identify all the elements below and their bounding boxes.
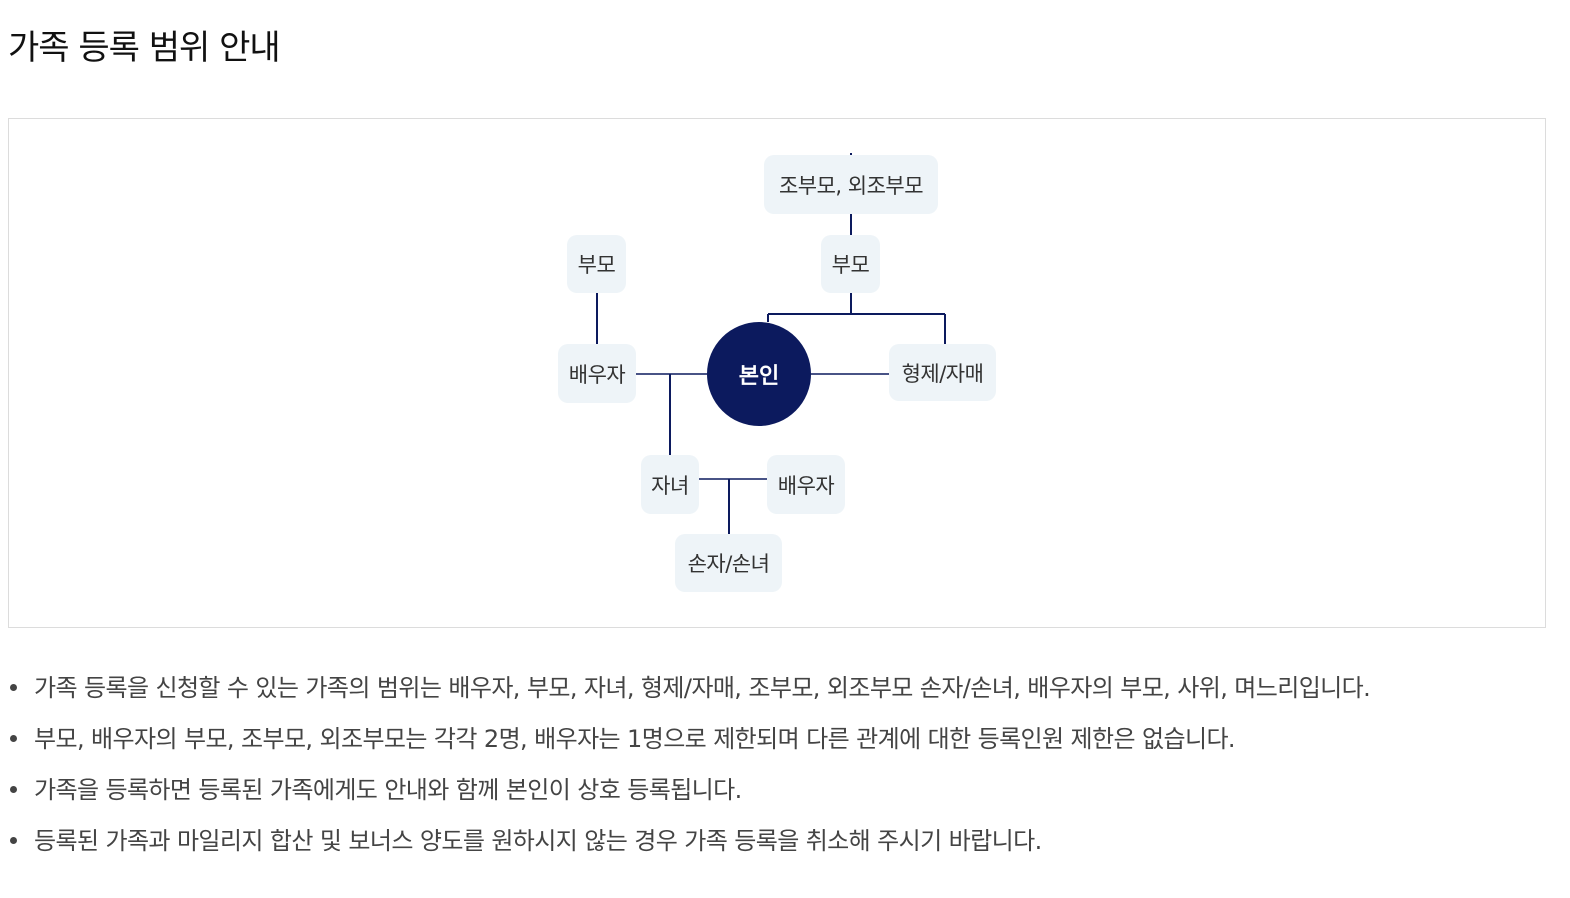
bullet-icon bbox=[10, 837, 17, 844]
page-title: 가족 등록 범위 안내 bbox=[8, 28, 281, 68]
node-spouse: 배우자 bbox=[558, 344, 636, 403]
node-spouse-parents: 부모 bbox=[567, 235, 626, 293]
node-children: 자녀 bbox=[641, 455, 699, 514]
notice-text: 등록된 가족과 마일리지 합산 및 보너스 양도를 원하시지 않는 경우 가족 … bbox=[34, 827, 1042, 855]
bullet-icon bbox=[10, 735, 17, 742]
node-grandchildren: 손자/손녀 bbox=[675, 534, 782, 592]
notice-text: 가족 등록을 신청할 수 있는 가족의 범위는 배우자, 부모, 자녀, 형제/… bbox=[34, 674, 1371, 702]
notice-text: 가족을 등록하면 등록된 가족에게도 안내와 함께 본인이 상호 등록됩니다. bbox=[34, 776, 742, 804]
node-parents: 부모 bbox=[821, 235, 880, 293]
notice-item: 부모, 배우자의 부모, 조부모, 외조부모는 각각 2명, 배우자는 1명으로… bbox=[8, 719, 1370, 770]
notice-item: 등록된 가족과 마일리지 합산 및 보너스 양도를 원하시지 않는 경우 가족 … bbox=[8, 821, 1370, 872]
bullet-icon bbox=[10, 684, 17, 691]
bullet-icon bbox=[10, 786, 17, 793]
node-self: 본인 bbox=[707, 322, 811, 426]
node-siblings: 형제/자매 bbox=[889, 344, 996, 401]
node-grandparents: 조부모, 외조부모 bbox=[764, 155, 938, 214]
notice-text: 부모, 배우자의 부모, 조부모, 외조부모는 각각 2명, 배우자는 1명으로… bbox=[34, 725, 1236, 753]
connector-lines bbox=[596, 153, 946, 534]
notice-list: 가족 등록을 신청할 수 있는 가족의 범위는 배우자, 부모, 자녀, 형제/… bbox=[8, 668, 1371, 872]
family-tree-diagram: 조부모, 외조부모 부모 부모 배우자 본인 형제/자매 자녀 배우자 손자/손… bbox=[8, 118, 1546, 628]
connector-group bbox=[596, 153, 946, 534]
notice-item: 가족 등록을 신청할 수 있는 가족의 범위는 배우자, 부모, 자녀, 형제/… bbox=[8, 668, 1371, 719]
node-child-spouse: 배우자 bbox=[767, 455, 845, 514]
notice-item: 가족을 등록하면 등록된 가족에게도 안내와 함께 본인이 상호 등록됩니다. bbox=[8, 770, 1370, 821]
